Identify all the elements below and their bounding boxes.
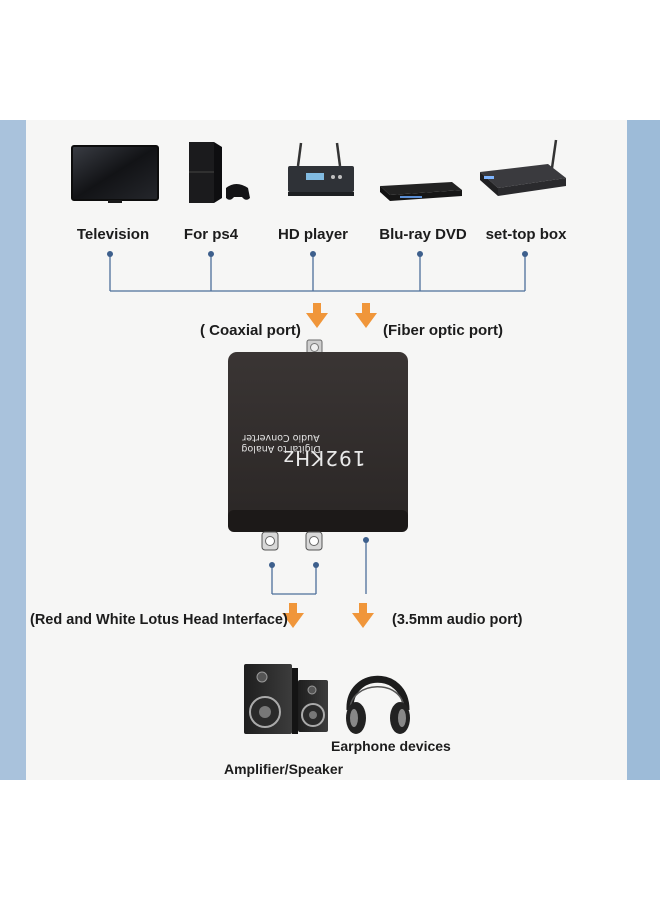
media-player-icon — [288, 142, 354, 196]
aux-arrow-icon — [352, 603, 374, 628]
left-background-band — [0, 120, 26, 780]
speaker-label: Amplifier/Speaker — [224, 761, 344, 777]
headphones-icon — [346, 675, 410, 734]
converter-line2: Audio Converter — [242, 432, 320, 443]
source-connection-lines — [109, 254, 526, 292]
source-label-set-top-box: set-top box — [485, 226, 567, 243]
rca-interface-label: (Red and White Lotus Head Interface) — [30, 612, 288, 628]
converter-line1: Digital to Analog — [241, 443, 321, 454]
television-icon — [71, 145, 159, 203]
right-background-band — [627, 120, 660, 780]
source-label-bluray-dvd: Blu-ray DVD — [379, 226, 467, 243]
connection-dots — [107, 251, 528, 257]
set-top-box-icon — [480, 139, 566, 196]
aux-port-label: (3.5mm audio port) — [392, 612, 523, 628]
game-console-icon — [189, 142, 250, 203]
converter-description: Digital to Analog Audio Converter — [236, 424, 326, 454]
source-label-television: Television — [76, 226, 150, 243]
output-dots — [269, 537, 369, 568]
speaker-icon — [244, 664, 328, 734]
dvd-player-icon — [380, 182, 462, 201]
coaxial-arrow-icon — [306, 303, 328, 328]
output-connection-lines — [271, 540, 367, 595]
rca-arrow-icon — [282, 603, 304, 628]
converter-box — [228, 339, 408, 551]
source-label-hd-player: HD player — [277, 226, 349, 243]
fiber-arrow-icon — [355, 303, 377, 328]
earphone-label: Earphone devices — [331, 738, 451, 754]
coaxial-port-label: ( Coaxial port) — [200, 322, 301, 339]
fiber-port-label: (Fiber optic port) — [383, 322, 503, 339]
source-label-ps4: For ps4 — [183, 226, 239, 243]
